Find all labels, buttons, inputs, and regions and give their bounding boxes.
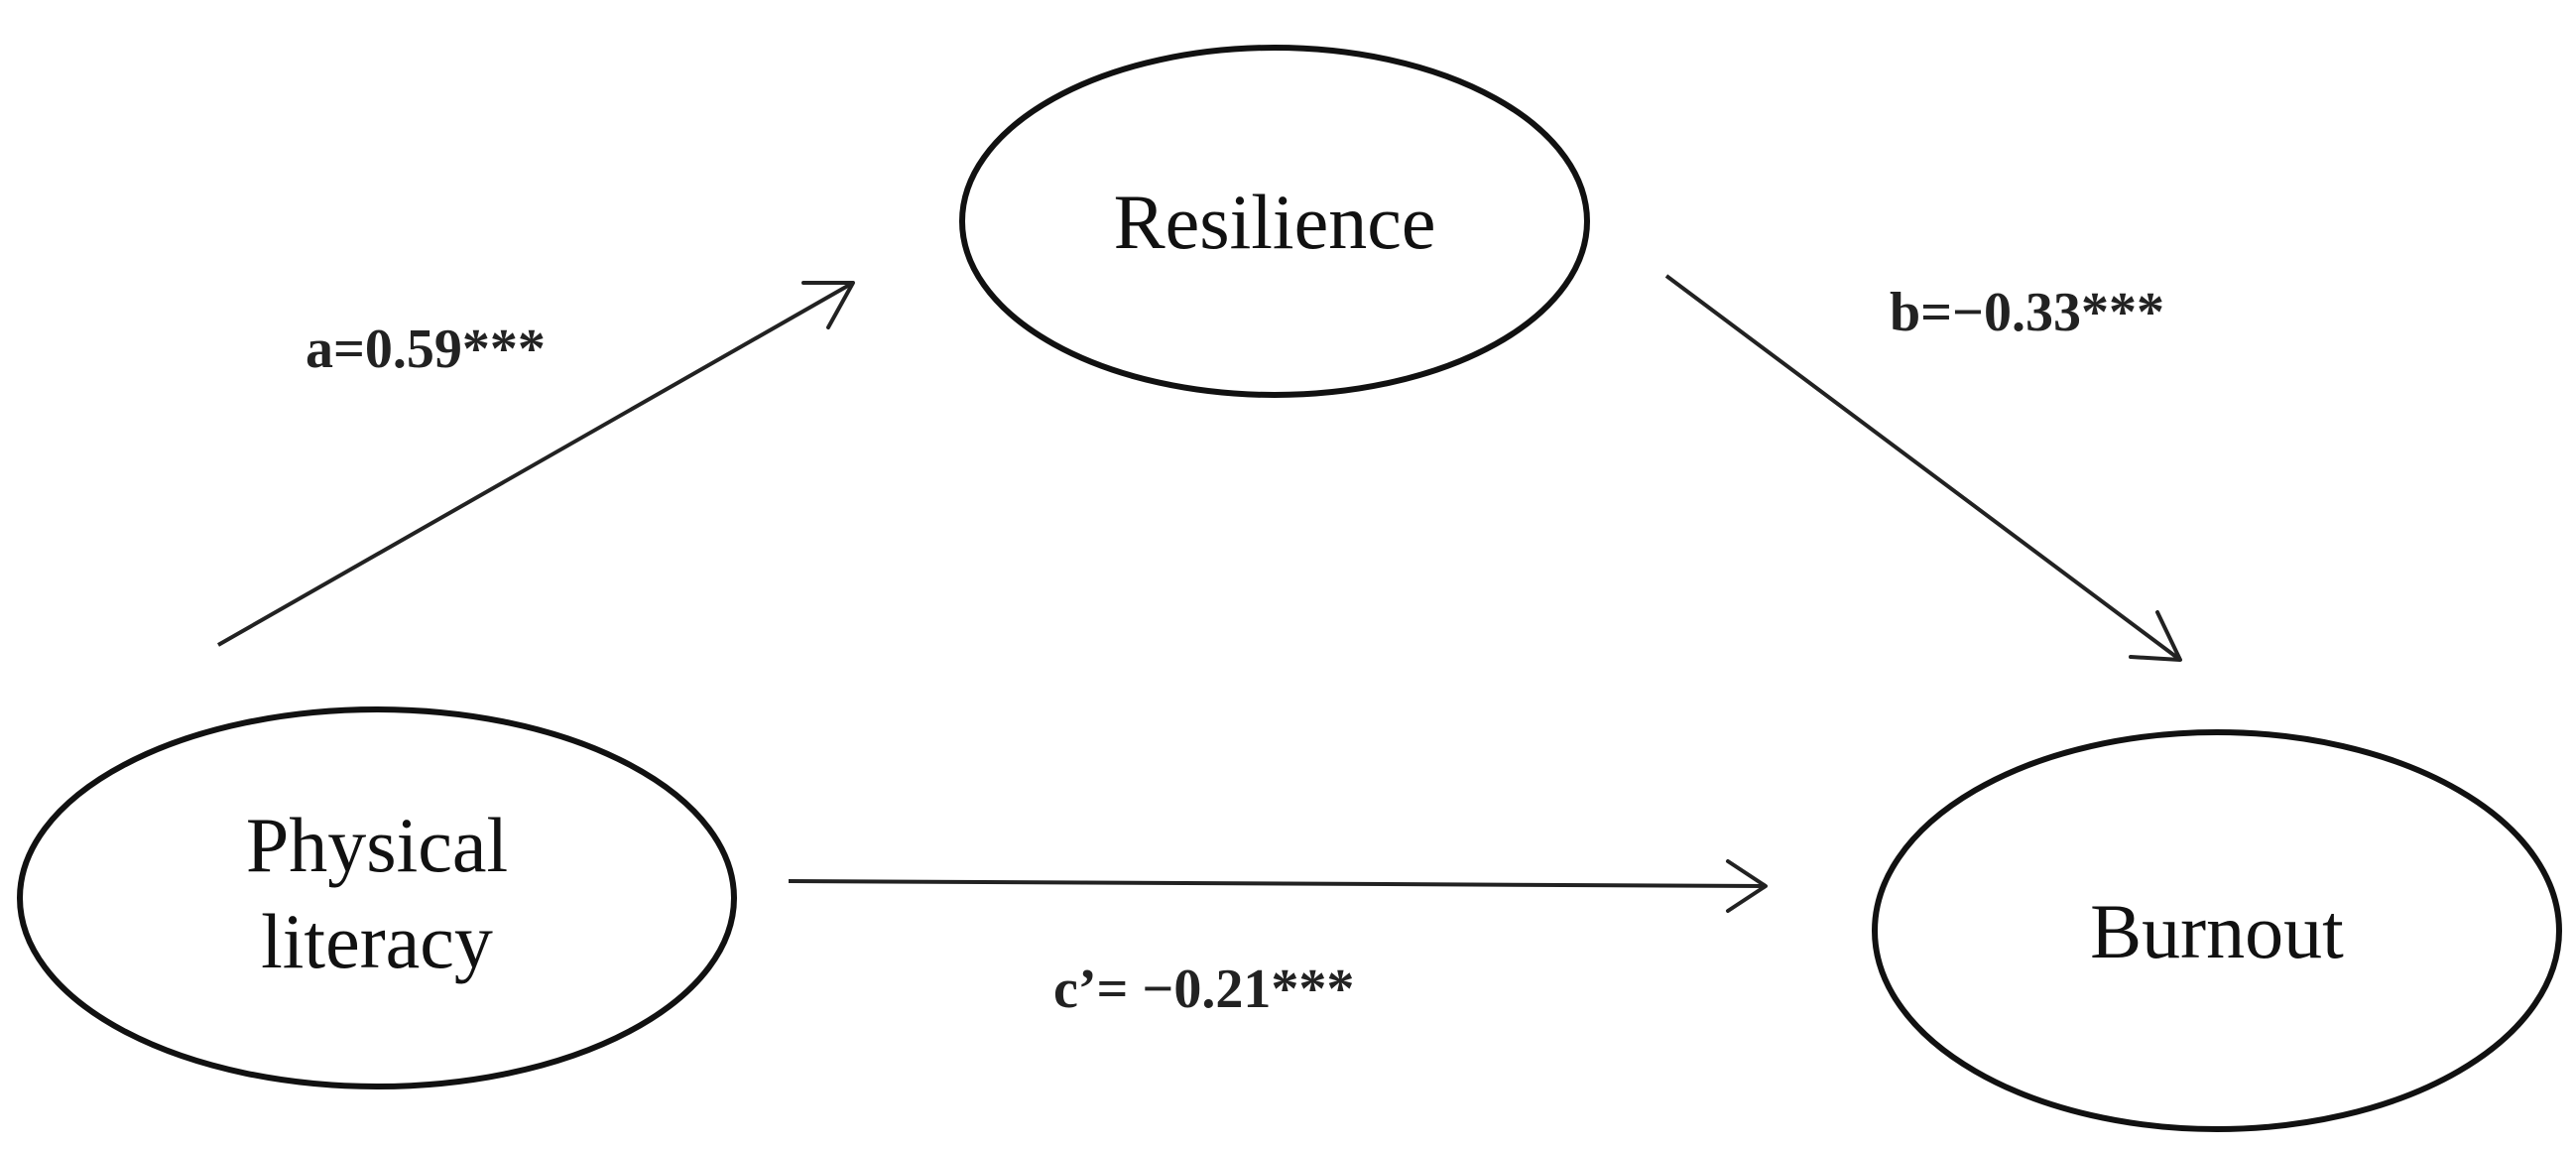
path-b-line <box>1664 274 2182 662</box>
path-c-prime-arrowhead <box>1726 859 1768 913</box>
path-c-prime-line <box>788 879 1767 888</box>
path-b-label: b=−0.33*** <box>1890 282 2164 343</box>
path-c-prime-label: c’= −0.21*** <box>1053 959 1354 1020</box>
path-a-label: a=0.59*** <box>306 319 546 380</box>
physical-literacy-label-line1: Physical <box>246 802 508 888</box>
resilience-ellipse <box>959 45 1590 398</box>
physical-literacy-ellipse <box>17 706 737 1089</box>
burnout-ellipse <box>1872 729 2562 1132</box>
physical-literacy-node: Physical literacy <box>17 706 737 1089</box>
resilience-label: Resilience <box>1114 179 1436 265</box>
path-a-line <box>217 281 854 647</box>
path-b-arrowhead <box>2129 610 2182 662</box>
burnout-label: Burnout <box>2090 888 2344 974</box>
resilience-node: Resilience <box>959 45 1590 398</box>
physical-literacy-label-line2: literacy <box>261 898 493 984</box>
path-a-arrowhead <box>801 281 855 329</box>
path-b: b=−0.33*** <box>1664 274 2182 662</box>
path-a: a=0.59*** <box>217 281 855 647</box>
path-c-prime: c’= −0.21*** <box>788 859 1768 1020</box>
burnout-node: Burnout <box>1872 729 2562 1132</box>
